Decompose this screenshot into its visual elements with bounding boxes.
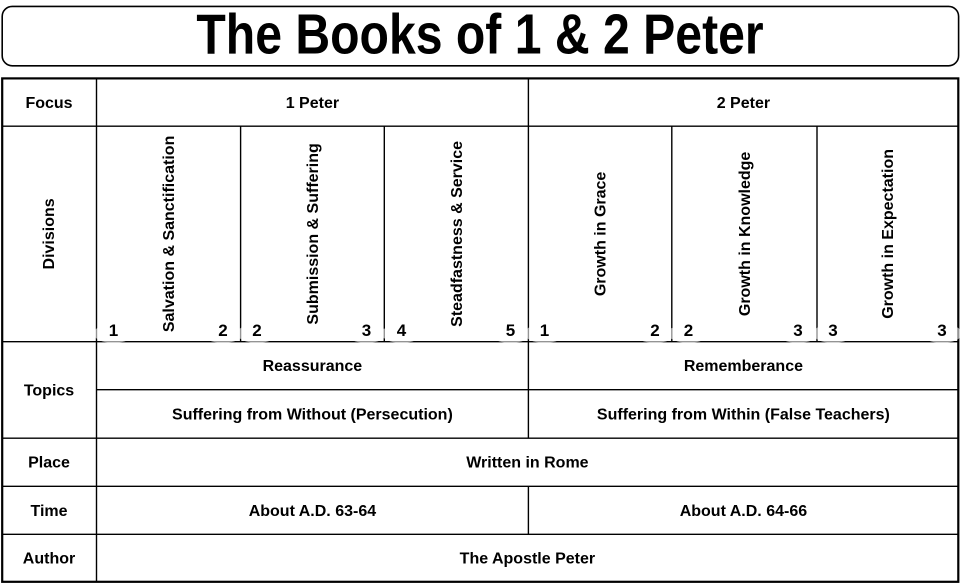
svg-text:2: 2 [252,321,261,340]
svg-text:2 Peter: 2 Peter [717,95,770,112]
svg-text:Focus: Focus [25,95,72,112]
svg-text:Suffering from Without (Persec: Suffering from Without (Persecution) [172,407,453,424]
svg-text:Written in Rome: Written in Rome [466,455,588,472]
svg-text:1: 1 [540,321,549,340]
svg-text:The Books of 1 & 2 Peter: The Books of 1 & 2 Peter [196,3,763,67]
svg-text:Reassurance: Reassurance [263,358,363,375]
svg-text:1: 1 [109,321,118,340]
svg-text:About A.D. 63-64: About A.D. 63-64 [249,503,377,520]
svg-text:Topics: Topics [24,382,74,399]
svg-text:Author: Author [23,551,75,568]
svg-text:Divisions: Divisions [41,198,58,269]
svg-text:1 Peter: 1 Peter [286,95,339,112]
svg-text:Submission & Suffering: Submission & Suffering [305,143,322,324]
svg-text:Rememberance: Rememberance [684,358,803,375]
svg-text:2: 2 [650,321,659,340]
svg-text:5: 5 [506,321,515,340]
svg-text:4: 4 [397,321,407,340]
svg-text:Growth in Expectation: Growth in Expectation [880,149,897,319]
svg-text:Suffering from Within (False T: Suffering from Within (False Teachers) [597,407,890,424]
svg-text:Growth in Knowledge: Growth in Knowledge [737,152,754,317]
svg-text:Growth in Grace: Growth in Grace [593,172,610,297]
svg-text:Time: Time [30,503,67,520]
svg-text:3: 3 [793,321,802,340]
svg-text:3: 3 [362,321,371,340]
svg-text:3: 3 [828,321,837,340]
svg-text:Salvation & Sanctification: Salvation & Sanctification [161,136,178,332]
svg-text:About A.D. 64-66: About A.D. 64-66 [680,503,808,520]
svg-text:Steadfastness & Service: Steadfastness & Service [449,141,466,327]
svg-text:The Apostle Peter: The Apostle Peter [460,551,595,568]
svg-text:2: 2 [684,321,693,340]
svg-text:3: 3 [937,321,946,340]
svg-text:2: 2 [218,321,227,340]
svg-text:Place: Place [28,455,70,472]
